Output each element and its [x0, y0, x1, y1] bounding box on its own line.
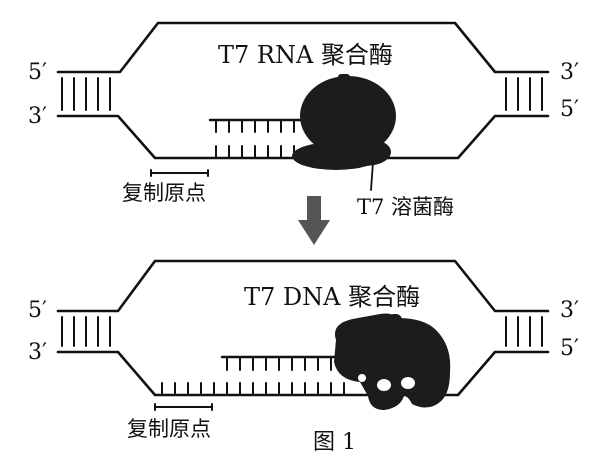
top-origin-label: 复制原点 — [122, 181, 206, 205]
t7-dna-polymerase-label: T7 DNA 聚合酶 — [244, 283, 421, 311]
figure-caption: 图 1 — [313, 430, 356, 455]
bottom-right-lower-end-label: 5′ — [560, 336, 579, 361]
bottom-left-upper-end-label: 5′ — [28, 298, 47, 323]
bottom-right-base-pairs — [505, 316, 543, 347]
top-right-upper-end-label: 3′ — [560, 60, 579, 85]
top-upper-strand — [56, 21, 550, 74]
bottom-template-ticks — [161, 382, 345, 396]
bottom-left-lower-end-label: 3′ — [28, 340, 47, 365]
bottom-left-base-pairs — [61, 316, 111, 347]
bottom-origin-bracket — [154, 403, 213, 411]
top-right-lower-end-label: 5′ — [560, 97, 579, 122]
bottom-origin-label: 复制原点 — [127, 417, 211, 441]
bottom-right-upper-end-label: 3′ — [560, 298, 579, 323]
t7-dna-polymerase-notches — [358, 374, 415, 391]
top-origin-bracket — [150, 169, 209, 177]
bottom-upper-strand — [56, 259, 550, 313]
t7-dna-polymerase-shape — [334, 313, 451, 410]
top-right-base-pairs — [505, 77, 543, 111]
t7-lysozyme-label: T7 溶菌酶 — [357, 195, 455, 219]
bottom-new-dna-ticks — [226, 356, 332, 371]
top-rna-ticks — [215, 119, 295, 133]
top-left-upper-end-label: 5′ — [28, 60, 47, 85]
bottom-lower-strand — [56, 350, 550, 397]
top-lysozyme-pointer — [370, 161, 374, 191]
t7-lysozyme-shape — [339, 138, 391, 166]
top-template-ticks — [215, 145, 295, 159]
top-left-lower-end-label: 3′ — [28, 104, 47, 129]
t7-rna-polymerase-label: T7 RNA 聚合酶 — [218, 41, 393, 69]
process-arrow — [298, 196, 330, 245]
top-left-base-pairs — [61, 77, 111, 111]
